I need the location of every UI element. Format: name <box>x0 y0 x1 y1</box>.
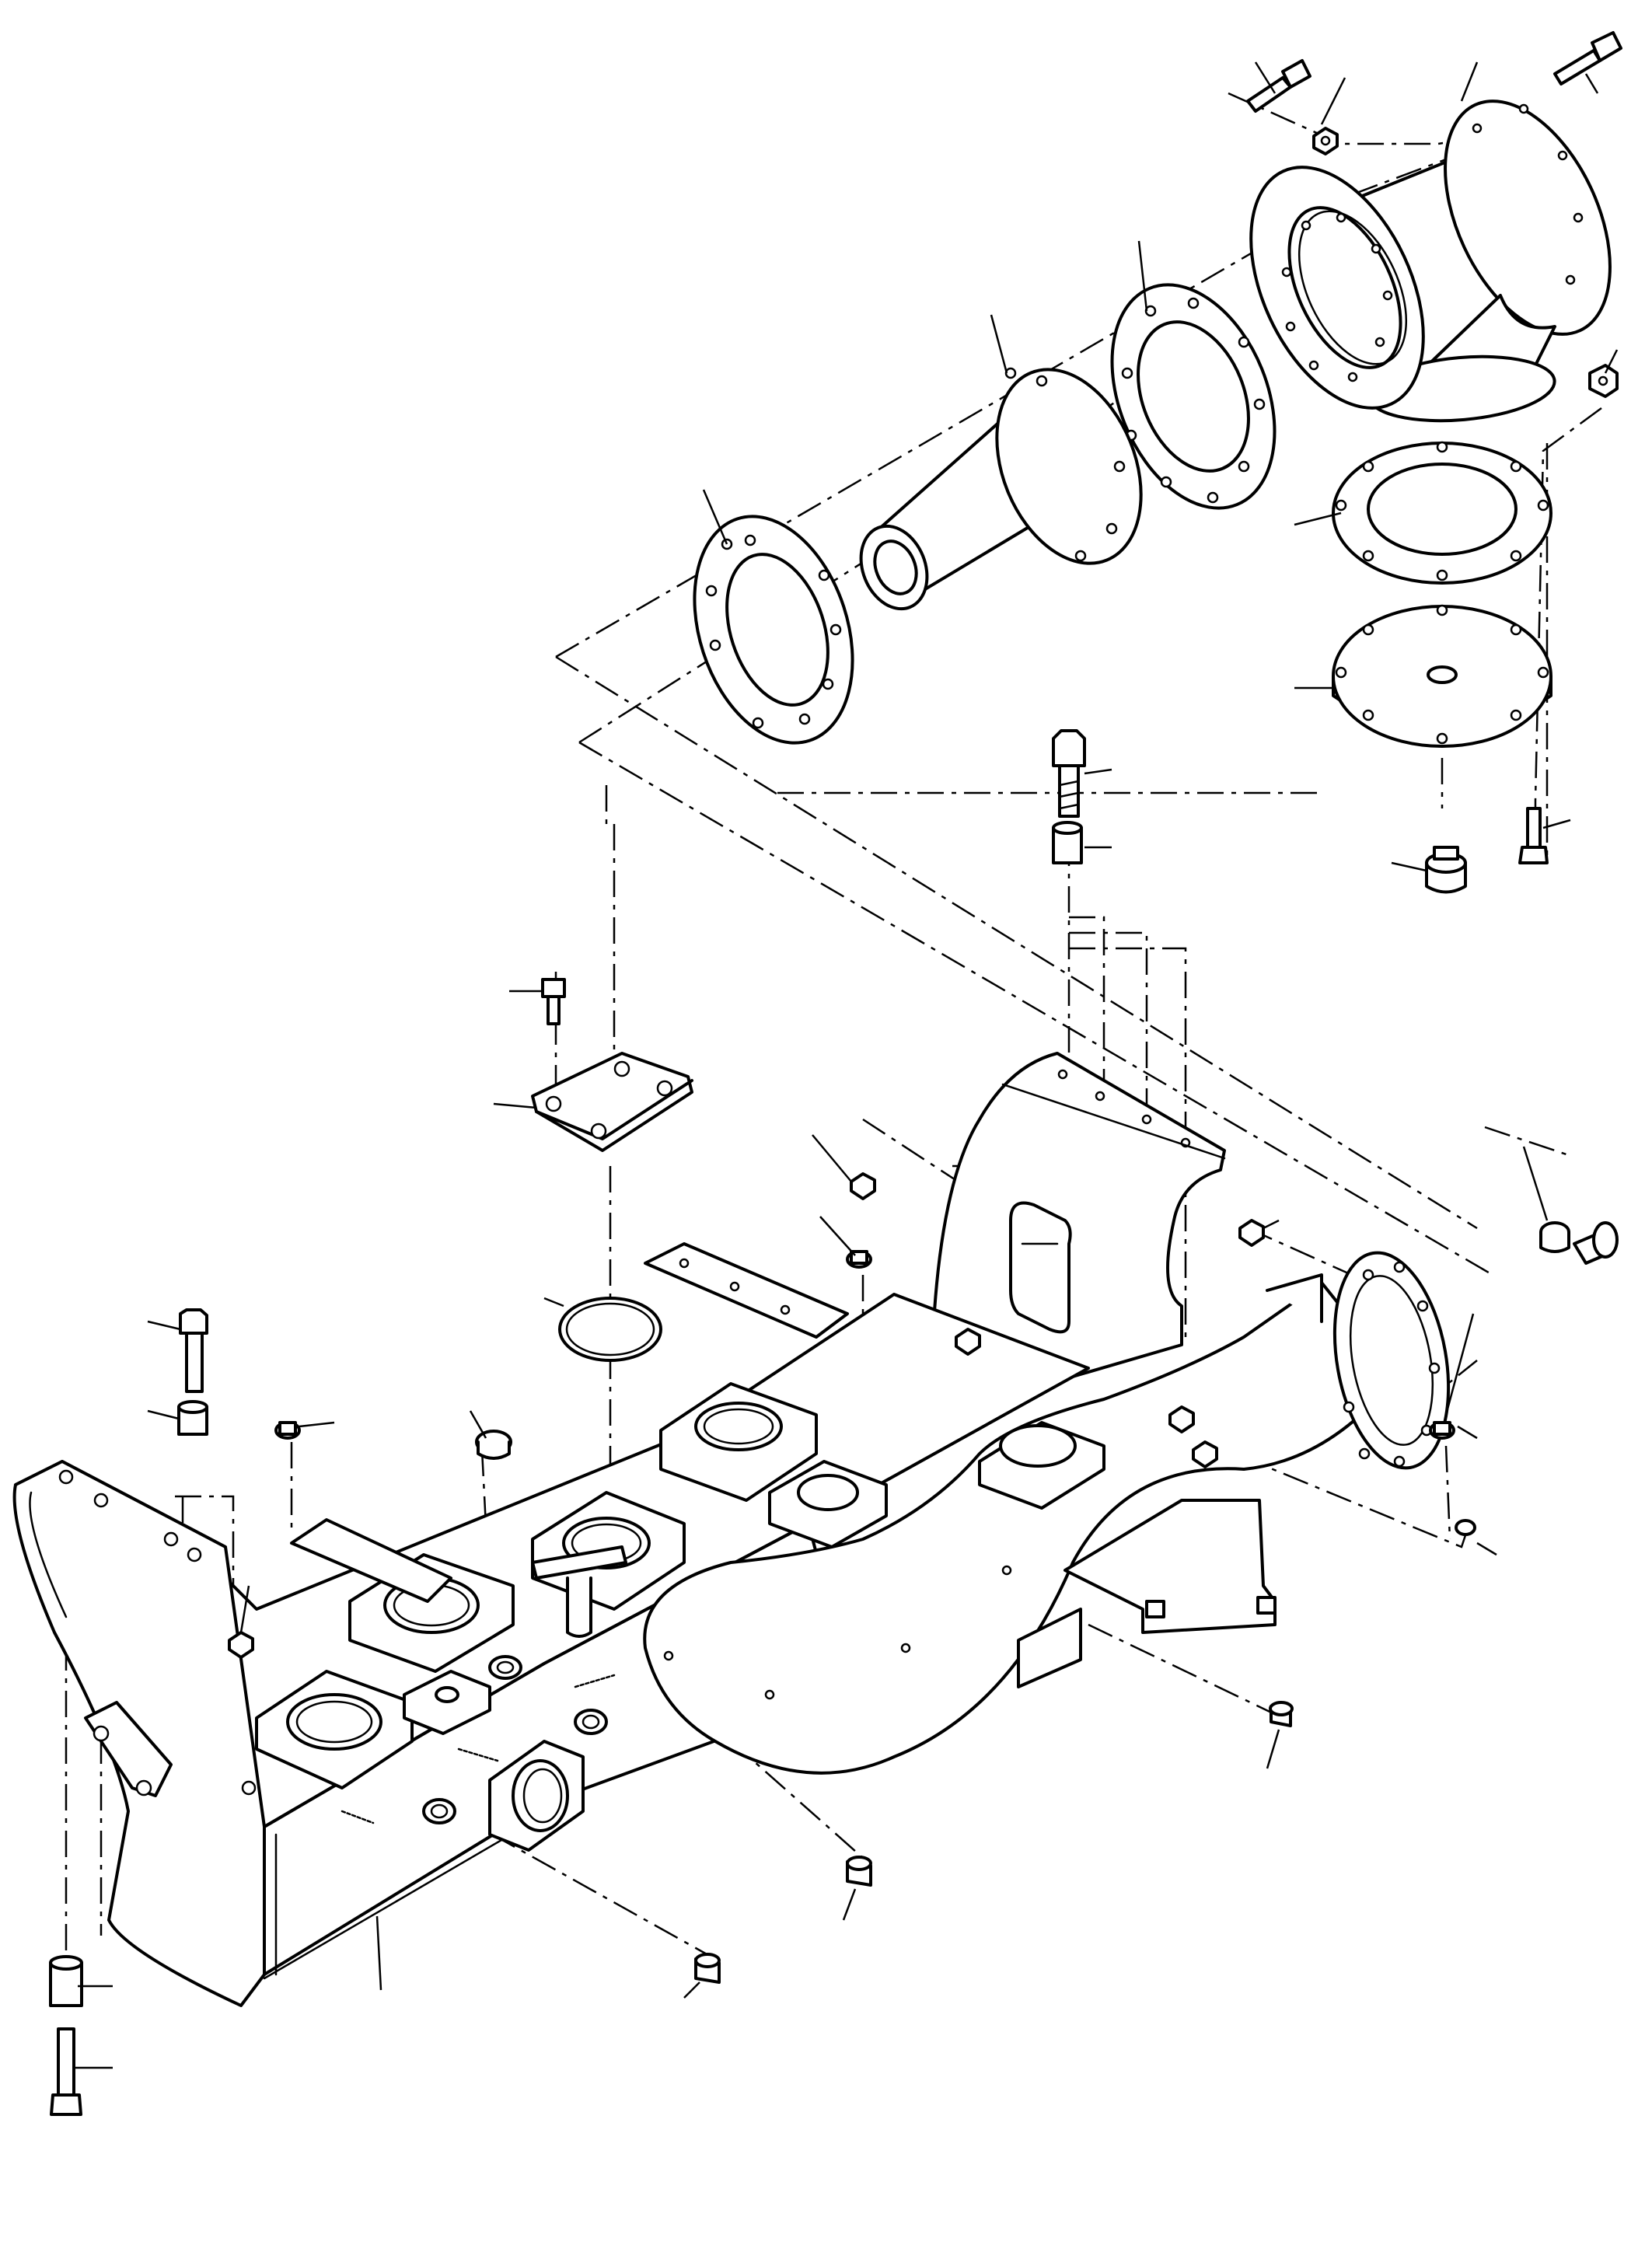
flange-nut <box>274 1421 301 1440</box>
hex-nut <box>955 1328 981 1356</box>
cover-plate <box>531 1052 693 1152</box>
plug <box>1573 1221 1619 1265</box>
hex-nut <box>1312 127 1339 155</box>
stud <box>341 1674 616 1824</box>
hex-bolt <box>1518 807 1549 864</box>
mounting-pad <box>768 1460 888 1548</box>
plug <box>846 1856 872 1887</box>
plug <box>1269 1701 1294 1727</box>
bottom-gasket <box>1332 441 1552 585</box>
flange-nut <box>846 1250 872 1269</box>
plug <box>694 1953 721 1984</box>
hex-nut <box>850 1172 876 1200</box>
reducer-cone <box>859 367 1143 611</box>
tee-pipe <box>1249 100 1612 423</box>
hex-nut <box>1192 1440 1218 1468</box>
plug <box>422 1798 456 1824</box>
mounting-pad <box>403 1670 491 1735</box>
spacer <box>49 1955 83 2007</box>
plug <box>574 1709 608 1735</box>
flange-nut <box>1429 1421 1455 1440</box>
hex-nut <box>1238 1219 1265 1247</box>
mounting-pad <box>978 1421 1105 1510</box>
main-frame <box>12 1052 1451 2007</box>
side-port-block <box>488 1740 585 1852</box>
hex-nut <box>1588 364 1619 398</box>
spacer <box>1052 821 1083 864</box>
plug <box>1539 1221 1570 1253</box>
plug <box>488 1655 522 1680</box>
leader-lines <box>74 61 1619 2069</box>
flange-gasket-lower <box>693 515 854 745</box>
flange-nut <box>1455 1519 1476 1536</box>
tee-flange-bolt-holes <box>1281 103 1584 382</box>
hex-bolt <box>1246 59 1311 113</box>
hex-bolt <box>1553 31 1622 86</box>
plug <box>475 1430 512 1460</box>
mounting-pad <box>659 1382 818 1502</box>
spacer <box>177 1400 208 1436</box>
flange-gasket-upper <box>1110 283 1277 510</box>
mounting-pad <box>255 1670 414 1789</box>
hex-nut <box>228 1631 254 1659</box>
o-ring <box>558 1297 662 1362</box>
hex-bolt <box>1052 729 1086 818</box>
drain-plug <box>1425 846 1467 894</box>
hex-bolt <box>179 1308 208 1393</box>
hex-nut <box>1168 1405 1195 1433</box>
socket-screw <box>541 978 566 1025</box>
blind-flange <box>1332 604 1552 748</box>
hex-bolt <box>50 2027 82 2116</box>
